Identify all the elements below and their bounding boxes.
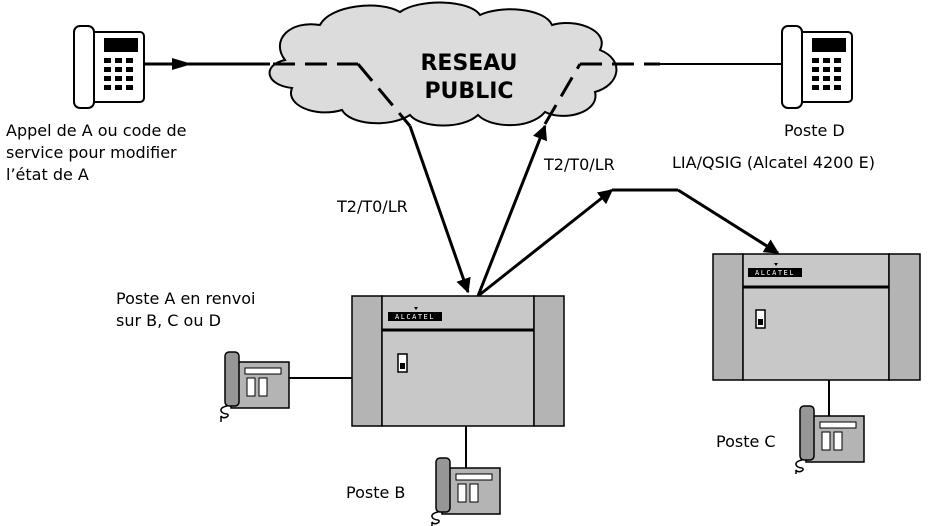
trunk-links [408,124,780,298]
caller-label-line2: service pour modifier [6,143,177,162]
poste-b-label: Poste B [346,483,405,502]
public-network-cloud: RESEAU PUBLIC [268,1,618,127]
phone-caller-a [73,25,145,109]
link-right-label: T2/T0/LR [543,155,615,174]
cloud-label-line1: RESEAU [420,51,517,76]
pbx-remote-brand: ALCATEL [755,269,795,277]
phone-poste-a [220,351,290,422]
caller-label-line3: l’état de A [6,165,89,184]
poste-c-label: Poste C [716,432,776,451]
cloud-label-line2: PUBLIC [424,79,513,104]
phone-poste-b [431,457,501,526]
pbx-cabinet-remote: ALCATEL [712,253,921,381]
caller-label-line1: Appel de A ou code de [6,121,186,140]
poste-a-label-line1: Poste A en renvoi [116,289,255,308]
poste-d-label: Poste D [784,121,845,140]
phone-poste-d [781,25,853,109]
link-left-label: T2/T0/LR [336,197,408,216]
pbx-cabinet-main: ALCATEL [351,295,565,427]
cloud-dashed-links [273,62,660,127]
qsig-label: LIA/QSIG (Alcatel 4200 E) [672,153,875,172]
pbx-main-brand: ALCATEL [395,313,435,321]
poste-a-label-line2: sur B, C ou D [116,311,221,330]
caller-arrow-head [172,58,192,70]
phone-poste-c [795,405,865,474]
